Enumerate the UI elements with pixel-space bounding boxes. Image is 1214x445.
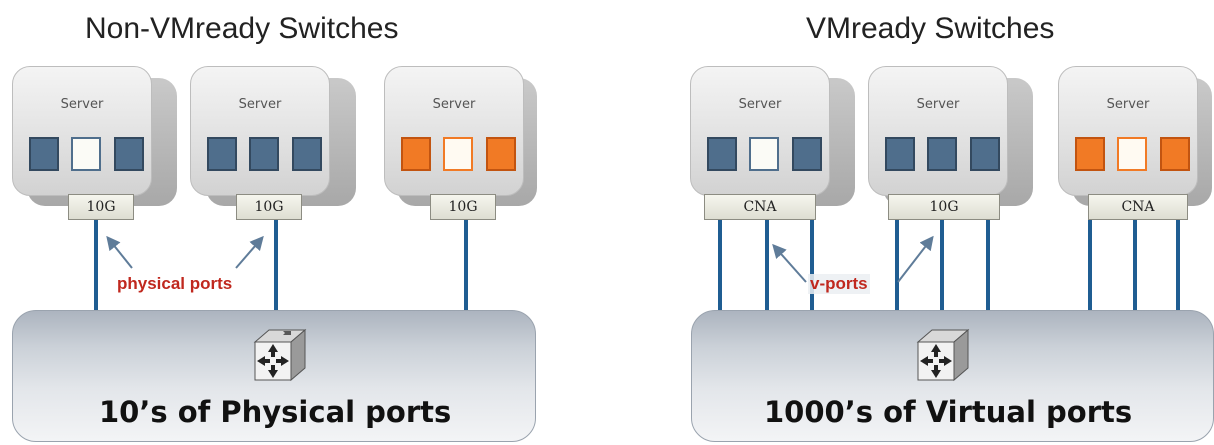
server-box: Server: [690, 66, 830, 196]
network-adapter: 10G: [430, 194, 496, 220]
left-panel-title: Non-VMready Switches: [85, 12, 399, 45]
vm-icon: [292, 137, 322, 171]
vm-icon: [1160, 137, 1190, 171]
right-switch-caption: 1000’s of Virtual ports: [764, 395, 1133, 429]
vm-icon: [114, 137, 144, 171]
vm-icon: [443, 137, 473, 171]
server-label: Server: [238, 97, 282, 112]
vm-icon: [927, 137, 957, 171]
server-label: Server: [738, 97, 782, 112]
network-adapter: 10G: [68, 194, 134, 220]
server-box: Server: [190, 66, 330, 196]
vm-icon: [707, 137, 737, 171]
server-label: Server: [916, 97, 960, 112]
server-label: Server: [1106, 97, 1150, 112]
vm-icon: [29, 137, 59, 171]
vm-icon: [207, 137, 237, 171]
vm-icon: [792, 137, 822, 171]
network-adapter: CNA: [704, 194, 816, 220]
left-switch-caption: 10’s of Physical ports: [99, 395, 452, 429]
vm-icon: [749, 137, 779, 171]
pointer-arrow: [897, 235, 934, 283]
server-box: Server: [384, 66, 524, 196]
vm-icon: [486, 137, 516, 171]
server-label: Server: [60, 97, 104, 112]
network-switch-icon: [253, 328, 307, 382]
v-ports-label: v-ports: [808, 274, 870, 294]
vm-icon: [970, 137, 1000, 171]
vm-icon: [249, 137, 279, 171]
right-panel-title: VMready Switches: [806, 12, 1055, 45]
pointer-arrow: [235, 235, 264, 269]
server-box: Server: [868, 66, 1008, 196]
server-box: Server: [12, 66, 152, 196]
vm-icon: [401, 137, 431, 171]
pointer-arrow: [772, 243, 807, 283]
vm-icon: [71, 137, 101, 171]
server-label: Server: [432, 97, 476, 112]
network-adapter: CNA: [1088, 194, 1188, 220]
network-switch-icon: [916, 328, 970, 382]
physical-ports-label: physical ports: [117, 274, 233, 293]
vm-icon: [885, 137, 915, 171]
vm-icon: [1117, 137, 1147, 171]
server-box: Server: [1058, 66, 1198, 196]
pointer-arrow: [106, 235, 133, 269]
network-adapter: 10G: [236, 194, 302, 220]
vm-icon: [1075, 137, 1105, 171]
network-adapter: 10G: [888, 194, 1000, 220]
